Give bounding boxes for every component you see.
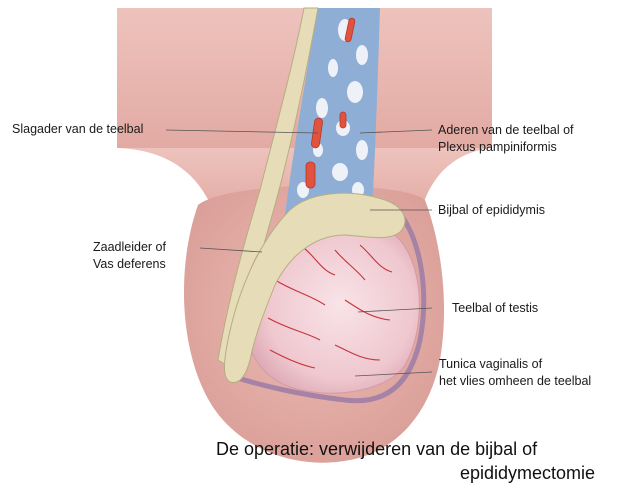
- caption-line-2: epididymectomie: [460, 462, 595, 484]
- label-line: Vas deferens: [93, 256, 166, 273]
- label-line: Aderen van de teelbal of: [438, 122, 574, 139]
- label-testicular-artery: Slagader van de teelbal: [12, 121, 143, 138]
- label-vas-deferens: Zaadleider of Vas deferens: [93, 239, 166, 273]
- caption-line-1: De operatie: verwijderen van de bijbal o…: [216, 438, 537, 460]
- label-line: het vlies omheen de teelbal: [439, 373, 591, 390]
- label-line: Zaadleider of: [93, 239, 166, 256]
- label-line: Tunica vaginalis of: [439, 356, 591, 373]
- label-tunica-vaginalis: Tunica vaginalis of het vlies omheen de …: [439, 356, 591, 390]
- label-pampiniform-plexus: Aderen van de teelbal of Plexus pampinif…: [438, 122, 574, 156]
- label-epididymis: Bijbal of epididymis: [438, 202, 545, 219]
- label-line: Plexus pampiniformis: [438, 139, 574, 156]
- label-testis: Teelbal of testis: [452, 300, 538, 317]
